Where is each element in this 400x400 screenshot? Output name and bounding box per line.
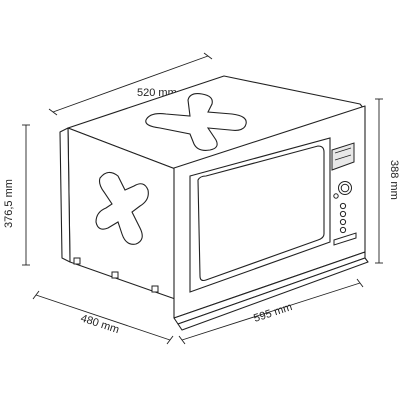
dim-right-height: 388 mm <box>375 98 400 264</box>
top-x-cutout <box>145 93 247 151</box>
control-button <box>339 210 347 218</box>
control-button <box>339 202 347 210</box>
control-button <box>333 193 339 199</box>
front-base-rail <box>177 257 369 331</box>
control-button <box>339 218 347 226</box>
side-x-cutout <box>95 171 149 245</box>
rear-frame-edge <box>59 127 71 263</box>
control-panel <box>331 142 357 246</box>
door-window <box>197 145 325 282</box>
display-screen <box>331 142 355 171</box>
vent-slots <box>73 257 159 293</box>
dim-left-height-label: 376,5 mm <box>3 179 15 228</box>
dim-bottom-width-label: 595 mm <box>252 301 294 325</box>
dim-right-height-label: 388 mm <box>388 160 400 200</box>
dim-bottom-depth: 480 mm <box>32 290 174 345</box>
control-button <box>339 226 347 234</box>
dim-left-height: 376,5 mm <box>3 124 30 266</box>
